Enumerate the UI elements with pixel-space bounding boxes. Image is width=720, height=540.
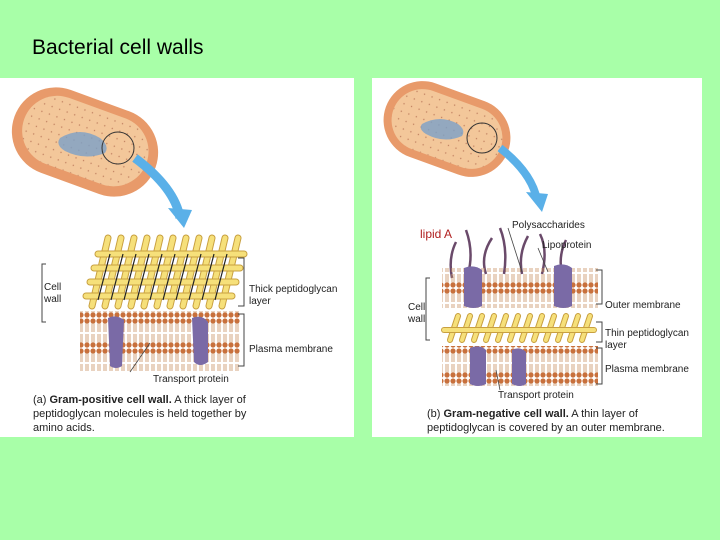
bacterium-cell — [383, 81, 511, 177]
caption-line-3: amino acids. — [33, 422, 95, 434]
transport-protein — [470, 346, 486, 386]
amino-acid-crosslink — [175, 253, 189, 301]
gram-positive-diagram: Cell wall Thick peptidoglycan layer Plas… — [11, 87, 337, 434]
plasma-membrane — [80, 311, 240, 371]
amino-acid-crosslink — [97, 253, 111, 301]
cell-wall-label-2: wall — [43, 294, 61, 305]
thick-peptidoglycan-layer — [82, 234, 248, 310]
amino-acid-crosslink — [188, 253, 202, 301]
amino-acid-crosslink — [162, 253, 176, 301]
transport-protein-label: Transport protein — [498, 390, 574, 401]
thick-peptidoglycan-label: Thick peptidoglycan — [249, 284, 337, 295]
outer-membrane-protein — [464, 266, 482, 308]
plasma-membrane-label: Plasma membrane — [605, 364, 689, 375]
transport-protein — [512, 348, 526, 386]
gram-positive-panel: Cell wall Thick peptidoglycan layer Plas… — [0, 78, 354, 437]
transport-protein — [108, 316, 124, 368]
outer-membrane-label: Outer membrane — [605, 300, 681, 311]
polysaccharides-label: Polysaccharides — [512, 220, 585, 231]
lipoprotein-label: Lipoprotein — [542, 240, 591, 251]
amino-acid-crosslink — [136, 253, 150, 301]
transport-protein-label: Transport protein — [153, 374, 229, 385]
thin-peptidoglycan-label-2: layer — [605, 340, 627, 351]
cell-wall-label-2: wall — [407, 314, 425, 325]
zoom-arrow — [497, 144, 541, 201]
outer-membrane-protein — [554, 264, 572, 308]
bacterium-cell — [11, 87, 159, 197]
amino-acid-crosslink — [123, 253, 137, 301]
thick-peptidoglycan-label-2: layer — [249, 296, 271, 307]
caption-line-1: (b) Gram-negative cell wall. A thin laye… — [427, 408, 639, 420]
plasma-membrane-label: Plasma membrane — [249, 344, 333, 355]
caption-line-1: (a) Gram-positive cell wall. A thick lay… — [33, 394, 247, 406]
caption-line-2: peptidoglycan is covered by an outer mem… — [427, 422, 665, 434]
cell-wall-label: Cell — [44, 282, 61, 293]
lipid-a-label: lipid A — [420, 227, 452, 241]
amino-acid-crosslink — [201, 253, 215, 301]
thin-peptidoglycan-layer — [441, 313, 597, 343]
cell-wall-label: Cell — [408, 302, 425, 313]
thin-peptidoglycan-label: Thin peptidoglycan — [605, 328, 689, 339]
gram-negative-diagram: lipid A Polysaccharides Lipoprotein Cell… — [383, 81, 689, 434]
amino-acid-crosslink — [214, 253, 228, 301]
amino-acid-crosslink — [110, 253, 124, 301]
slide-title: Bacterial cell walls — [32, 36, 204, 59]
gram-negative-panel: lipid A Polysaccharides Lipoprotein Cell… — [372, 78, 702, 437]
transport-protein — [192, 316, 208, 365]
caption-line-2: peptidoglycan molecules is held together… — [33, 408, 247, 420]
amino-acid-crosslink — [149, 253, 163, 301]
